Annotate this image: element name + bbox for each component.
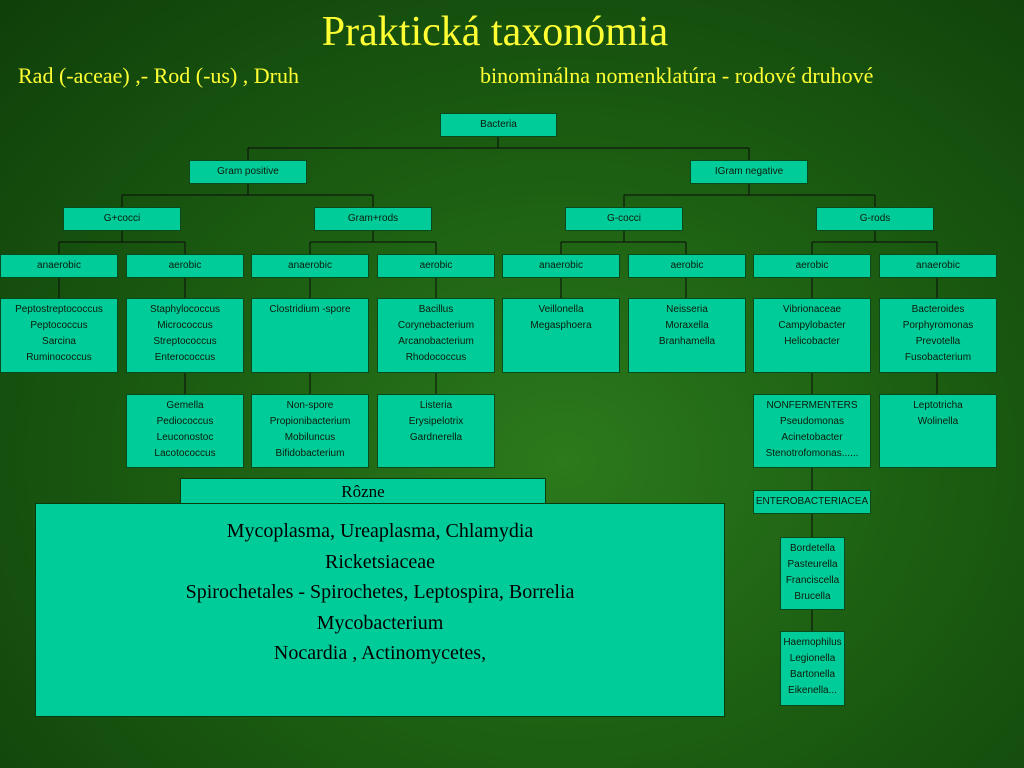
node-gpos-rods: Gram+rods bbox=[314, 207, 432, 231]
genus-list-haemophilus: Haemophilus Legionella Bartonella Eikene… bbox=[780, 631, 845, 706]
node-gneg-cocci-anaerobic: anaerobic bbox=[502, 254, 620, 278]
genus-label: Non-spore bbox=[286, 400, 334, 411]
genus-label: Peptostreptococcus bbox=[15, 304, 103, 315]
genus-label: Helicobacter bbox=[784, 336, 840, 347]
genus-label: Bordetella bbox=[789, 543, 836, 554]
genus-label: Leuconostoc bbox=[156, 432, 214, 443]
misc-line: Mycobacterium bbox=[316, 611, 444, 634]
misc-line: Nocardia , Actinomycetes, bbox=[273, 642, 487, 664]
genus-label: Stenotrofomonas...... bbox=[765, 448, 859, 459]
genus-label: Branhamella bbox=[658, 336, 716, 347]
genus-label: Campylobacter bbox=[778, 320, 846, 331]
genus-label: NONFERMENTERS bbox=[766, 400, 858, 411]
genus-label: Streptococcus bbox=[153, 336, 217, 347]
genus-label: Arcanobacterium bbox=[398, 336, 474, 347]
genus-list-gpos-cocci-aerobic: Staphylococcus Micrococcus Streptococcus… bbox=[126, 298, 244, 373]
genus-label: Bifidobacterium bbox=[275, 448, 345, 459]
genus-label: Gardnerella bbox=[409, 432, 463, 443]
genus-label: Moraxella bbox=[665, 320, 709, 331]
genus-list-nonfermenters: NONFERMENTERS Pseudomonas Acinetobacter … bbox=[753, 394, 871, 468]
genus-label: Sarcina bbox=[42, 336, 76, 347]
genus-label: Clostridium -spore bbox=[269, 304, 351, 315]
genus-label: Micrococcus bbox=[157, 320, 213, 331]
genus-label: Corynebacterium bbox=[397, 320, 475, 331]
genus-label: Staphylococcus bbox=[149, 304, 221, 315]
node-gpos-cocci: G+cocci bbox=[63, 207, 181, 231]
genus-label: Gemella bbox=[166, 400, 204, 411]
genus-label: Ruminococcus bbox=[26, 352, 92, 363]
genus-label: Pasteurella bbox=[787, 559, 838, 570]
genus-label: Pediococcus bbox=[156, 416, 214, 427]
genus-label: Mobiluncus bbox=[284, 432, 336, 443]
node-gneg-cocci: G-cocci bbox=[565, 207, 683, 231]
genus-list-gpos-rods-aerobic-extra: Listeria Erysipelotrix Gardnerella bbox=[377, 394, 495, 468]
misc-line: Mycoplasma, Ureaplasma, Chlamydia bbox=[226, 520, 534, 542]
genus-list-gpos-rods-nonspore: Non-spore Propionibacterium Mobiluncus B… bbox=[251, 394, 369, 468]
genus-label: Erysipelotrix bbox=[408, 416, 464, 427]
genus-label: Legionella bbox=[789, 653, 836, 664]
page-title: Praktická taxonómia bbox=[321, 9, 669, 55]
genus-label: Rhodococcus bbox=[405, 352, 467, 363]
genus-list-gneg-rods-anaerobic: Bacteroides Porphyromonas Prevotella Fus… bbox=[879, 298, 997, 373]
node-gram-negative: IGram negative bbox=[690, 160, 808, 184]
genus-label: Bacteroides bbox=[911, 304, 965, 315]
node-gpos-cocci-aerobic: aerobic bbox=[126, 254, 244, 278]
genus-list-gpos-cocci-aerobic-extra: Gemella Pediococcus Leuconostoc Lacotoco… bbox=[126, 394, 244, 468]
genus-label: Neisseria bbox=[666, 304, 708, 315]
node-enterobacteriaceae: ENTEROBACTERIACEA bbox=[753, 490, 871, 514]
genus-label: Pseudomonas bbox=[780, 416, 844, 427]
genus-label: Prevotella bbox=[915, 336, 961, 347]
genus-list-gneg-cocci-aerobic: Neisseria Moraxella Branhamella bbox=[628, 298, 746, 373]
genus-label: Wolinella bbox=[917, 416, 959, 427]
misc-line: Spirochetales - Spirochetes, Leptospira,… bbox=[185, 581, 575, 603]
node-gpos-rods-aerobic: aerobic bbox=[377, 254, 495, 278]
genus-label: Eikenella... bbox=[788, 685, 837, 696]
genus-label: Fusobacterium bbox=[904, 352, 972, 363]
genus-label: Acinetobacter bbox=[781, 432, 843, 443]
misc-organisms-box: Mycoplasma, Ureaplasma, Chlamydia Ricket… bbox=[35, 503, 725, 717]
genus-label: Megasphoera bbox=[530, 320, 592, 331]
subtitle-nomenclature: binominálna nomenklatúra - rodové druhov… bbox=[480, 63, 874, 88]
node-bacteria: Bacteria bbox=[440, 113, 557, 137]
genus-label: Bacillus bbox=[418, 304, 454, 315]
subtitle-ranks: Rad (-aceae) ,- Rod (-us) , Druh bbox=[18, 63, 299, 88]
genus-list-gpos-rods-anaerobic: Clostridium -spore bbox=[251, 298, 369, 373]
genus-label: Vibrionaceae bbox=[782, 304, 842, 315]
genus-list-bordetella: Bordetella Pasteurella Franciscella Bruc… bbox=[780, 537, 845, 610]
genus-label: Lacotococcus bbox=[154, 448, 216, 459]
node-gneg-rods-anaerobic: anaerobic bbox=[879, 254, 997, 278]
node-gpos-rods-anaerobic: anaerobic bbox=[251, 254, 369, 278]
node-gneg-rods-aerobic: aerobic bbox=[753, 254, 871, 278]
genus-list-gneg-rods-anaerobic-extra: Leptotricha Wolinella bbox=[879, 394, 997, 468]
genus-list-gneg-rods-aerobic: Vibrionaceae Campylobacter Helicobacter bbox=[753, 298, 871, 373]
genus-label: Franciscella bbox=[785, 575, 840, 586]
genus-label: Haemophilus bbox=[783, 637, 842, 648]
genus-list-gpos-rods-aerobic: Bacillus Corynebacterium Arcanobacterium… bbox=[377, 298, 495, 373]
genus-label: Bartonella bbox=[789, 669, 836, 680]
genus-list-gpos-cocci-anaerobic: Peptostreptococcus Peptococcus Sarcina R… bbox=[0, 298, 118, 373]
genus-label: Brucella bbox=[794, 591, 831, 602]
node-gram-positive: Gram positive bbox=[189, 160, 307, 184]
node-gpos-cocci-anaerobic: anaerobic bbox=[0, 254, 118, 278]
genus-label: Porphyromonas bbox=[902, 320, 974, 331]
genus-label: Listeria bbox=[419, 400, 453, 411]
rozne-header: Rôzne bbox=[180, 478, 546, 504]
genus-label: Peptococcus bbox=[30, 320, 88, 331]
node-gneg-rods: G-rods bbox=[816, 207, 934, 231]
node-gneg-cocci-aerobic: aerobic bbox=[628, 254, 746, 278]
genus-list-gneg-cocci-anaerobic: Veillonella Megasphoera bbox=[502, 298, 620, 373]
genus-label: Propionibacterium bbox=[269, 416, 351, 427]
genus-label: Leptotricha bbox=[913, 400, 963, 411]
genus-label: Enterococcus bbox=[154, 352, 216, 363]
misc-line: Ricketsiaceae bbox=[325, 550, 435, 573]
genus-label: Veillonella bbox=[538, 304, 584, 315]
